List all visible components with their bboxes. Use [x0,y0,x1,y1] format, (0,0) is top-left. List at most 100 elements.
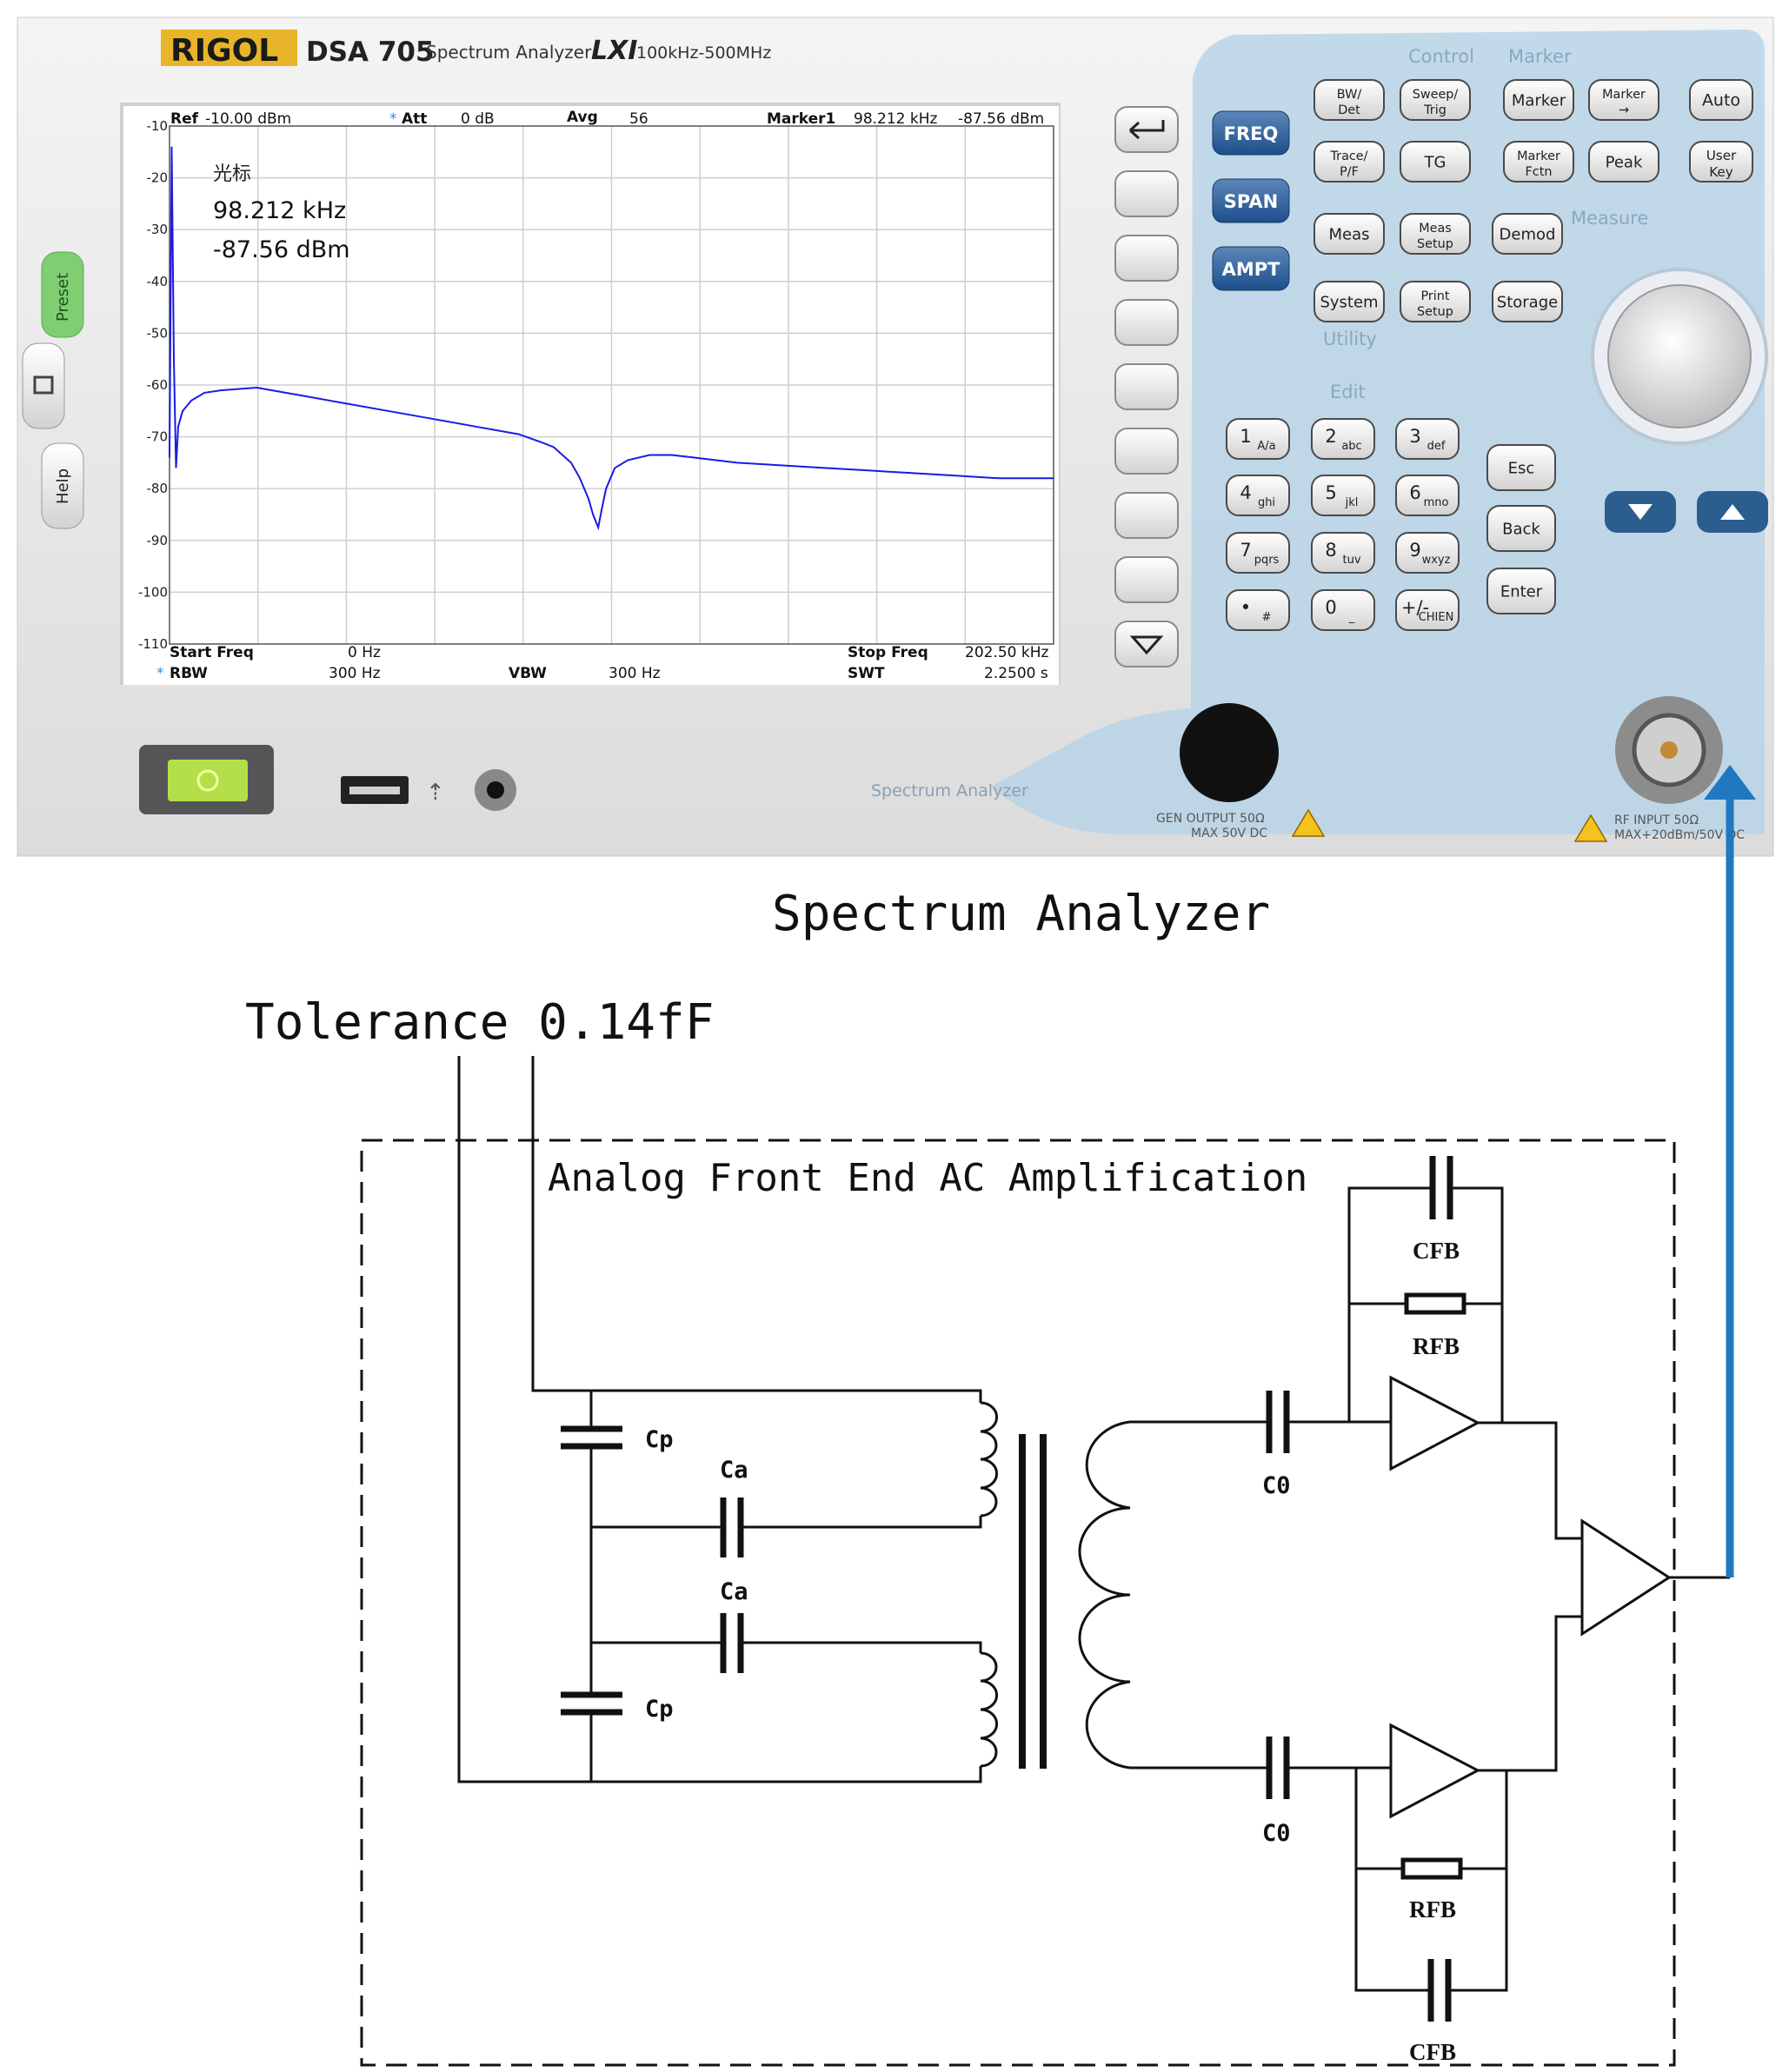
rotary-knob[interactable] [1607,284,1752,428]
control-key-2[interactable] [1400,79,1471,121]
control-key-3[interactable] [1313,141,1385,183]
primary-coil-lower [980,1651,998,1768]
c0-upper-label: C0 [1262,1472,1291,1499]
edit-key-back[interactable] [1486,505,1556,552]
rf-input-pin [1660,741,1678,759]
numpad-sub: A/a [1257,440,1275,453]
marker-key-4-label: Peak [1606,153,1643,171]
preset-button[interactable] [41,251,84,338]
softkey-8[interactable] [1114,556,1179,603]
gen-output-max: MAX 50V DC [1191,827,1267,840]
c0-lower-label: C0 [1262,1820,1291,1847]
y-tick-label: -40 [147,274,169,289]
numpad-key-2[interactable] [1311,418,1375,460]
softkey-3[interactable] [1114,235,1179,282]
preset-label: Preset [54,273,72,322]
y-tick-label: -110 [138,636,168,652]
softkey-4[interactable] [1114,299,1179,346]
softkey-column [1114,106,1179,667]
rf-input-label: RF INPUT 50Ω [1614,814,1699,827]
measure-key-1[interactable] [1313,213,1385,255]
marker-group-label: Marker [1508,46,1572,67]
marker-key-2[interactable] [1588,79,1659,121]
panel-analyzer-label: Spectrum Analyzer [871,781,1028,800]
right-key-2[interactable] [1689,141,1753,183]
stop-freq-label: Stop Freq [848,644,928,661]
utility-key-1[interactable] [1313,281,1385,322]
numpad-digit: +/- [1401,597,1429,618]
measure-key-3[interactable] [1492,213,1563,255]
marker-key-1-label: Marker [1512,91,1566,110]
gen-output-connector[interactable] [1180,703,1279,802]
numpad-key-10[interactable] [1226,589,1290,631]
numpad-key-5[interactable] [1311,475,1375,516]
cfb-upper-label: CFB [1413,1238,1460,1264]
right-key-1[interactable] [1689,79,1753,121]
measure-key-2-label: Meas [1419,222,1452,236]
lead-wire-outer [457,1056,591,1783]
numpad-sub: _ [1348,611,1355,624]
help-button[interactable] [41,442,84,529]
numpad-key-11[interactable] [1311,589,1375,631]
softkey-7[interactable] [1114,492,1179,539]
rfb-lower-label: RFB [1409,1896,1456,1923]
numpad-sub: mno [1424,496,1449,509]
marker-key-3[interactable] [1503,141,1574,183]
lead-wire-inner [531,1056,982,1403]
ampt-label: AMPT [1222,259,1281,280]
span-button[interactable] [1212,178,1290,223]
numpad-key-7[interactable] [1226,532,1290,574]
numpad-key-4[interactable] [1226,475,1290,516]
numpad-key-8[interactable] [1311,532,1375,574]
cp-lower-label: Cp [645,1696,674,1723]
control-key-1[interactable] [1313,79,1385,121]
up-arrow-icon [1720,504,1745,520]
ca-lower-wire-right [741,1641,982,1653]
control-key-4[interactable] [1400,141,1471,183]
marker-key-1[interactable] [1503,79,1574,121]
swt-value: 2.2500 s [984,665,1048,682]
softkey-5[interactable] [1114,363,1179,410]
marker-key-2-label: → [1619,103,1629,117]
control-key-2-label: Sweep/ [1413,88,1459,102]
edit-key-enter[interactable] [1486,568,1556,614]
ref-value: -10.00 dBm [205,110,291,128]
edit-key-esc[interactable] [1486,444,1556,491]
y-tick-label: -50 [147,325,169,341]
more-icon [1129,635,1164,655]
utility-key-2[interactable] [1400,281,1471,322]
numpad-digit: 4 [1240,482,1251,503]
edit-key-enter-label: Enter [1500,582,1543,601]
numpad-key-9[interactable] [1395,532,1460,574]
numpad-key-1[interactable] [1226,418,1290,460]
screen-header: Ref -10.00 dBm Att 0 dB Avg 56 Marker1 9… [170,109,1044,128]
softkey-6[interactable] [1114,428,1179,475]
marker-key-4[interactable] [1588,141,1659,183]
upper-amplifier [1389,1375,1481,1471]
brand-badge [161,30,297,66]
numpad-sub: # [1262,611,1272,624]
softkey-2[interactable] [1114,170,1179,217]
numpad-key-6[interactable] [1395,475,1460,516]
measure-key-1-label: Meas [1328,225,1369,243]
numpad-key-12[interactable] [1395,589,1460,631]
print-button[interactable] [22,342,65,429]
rbw-asterisk-icon: * [156,665,164,682]
lower-feedback-left [1354,1768,1430,1992]
y-tick-label: -20 [147,170,169,186]
ampt-button[interactable] [1212,246,1290,291]
softkey-9[interactable] [1114,621,1179,667]
numpad-key-3[interactable] [1395,418,1460,460]
utility-group-label: Utility [1323,329,1377,349]
power-button[interactable] [168,760,248,801]
measure-key-3-label: Demod [1500,225,1556,243]
att-asterisk-icon: * [389,110,397,128]
avg-label: Avg [567,109,598,126]
screen [123,106,1059,685]
lxi-logo: LXI [591,36,637,66]
measure-key-2[interactable] [1400,213,1471,255]
numpad-sub: ghi [1258,496,1275,509]
freq-button[interactable] [1212,110,1290,156]
utility-key-3[interactable] [1492,281,1563,322]
